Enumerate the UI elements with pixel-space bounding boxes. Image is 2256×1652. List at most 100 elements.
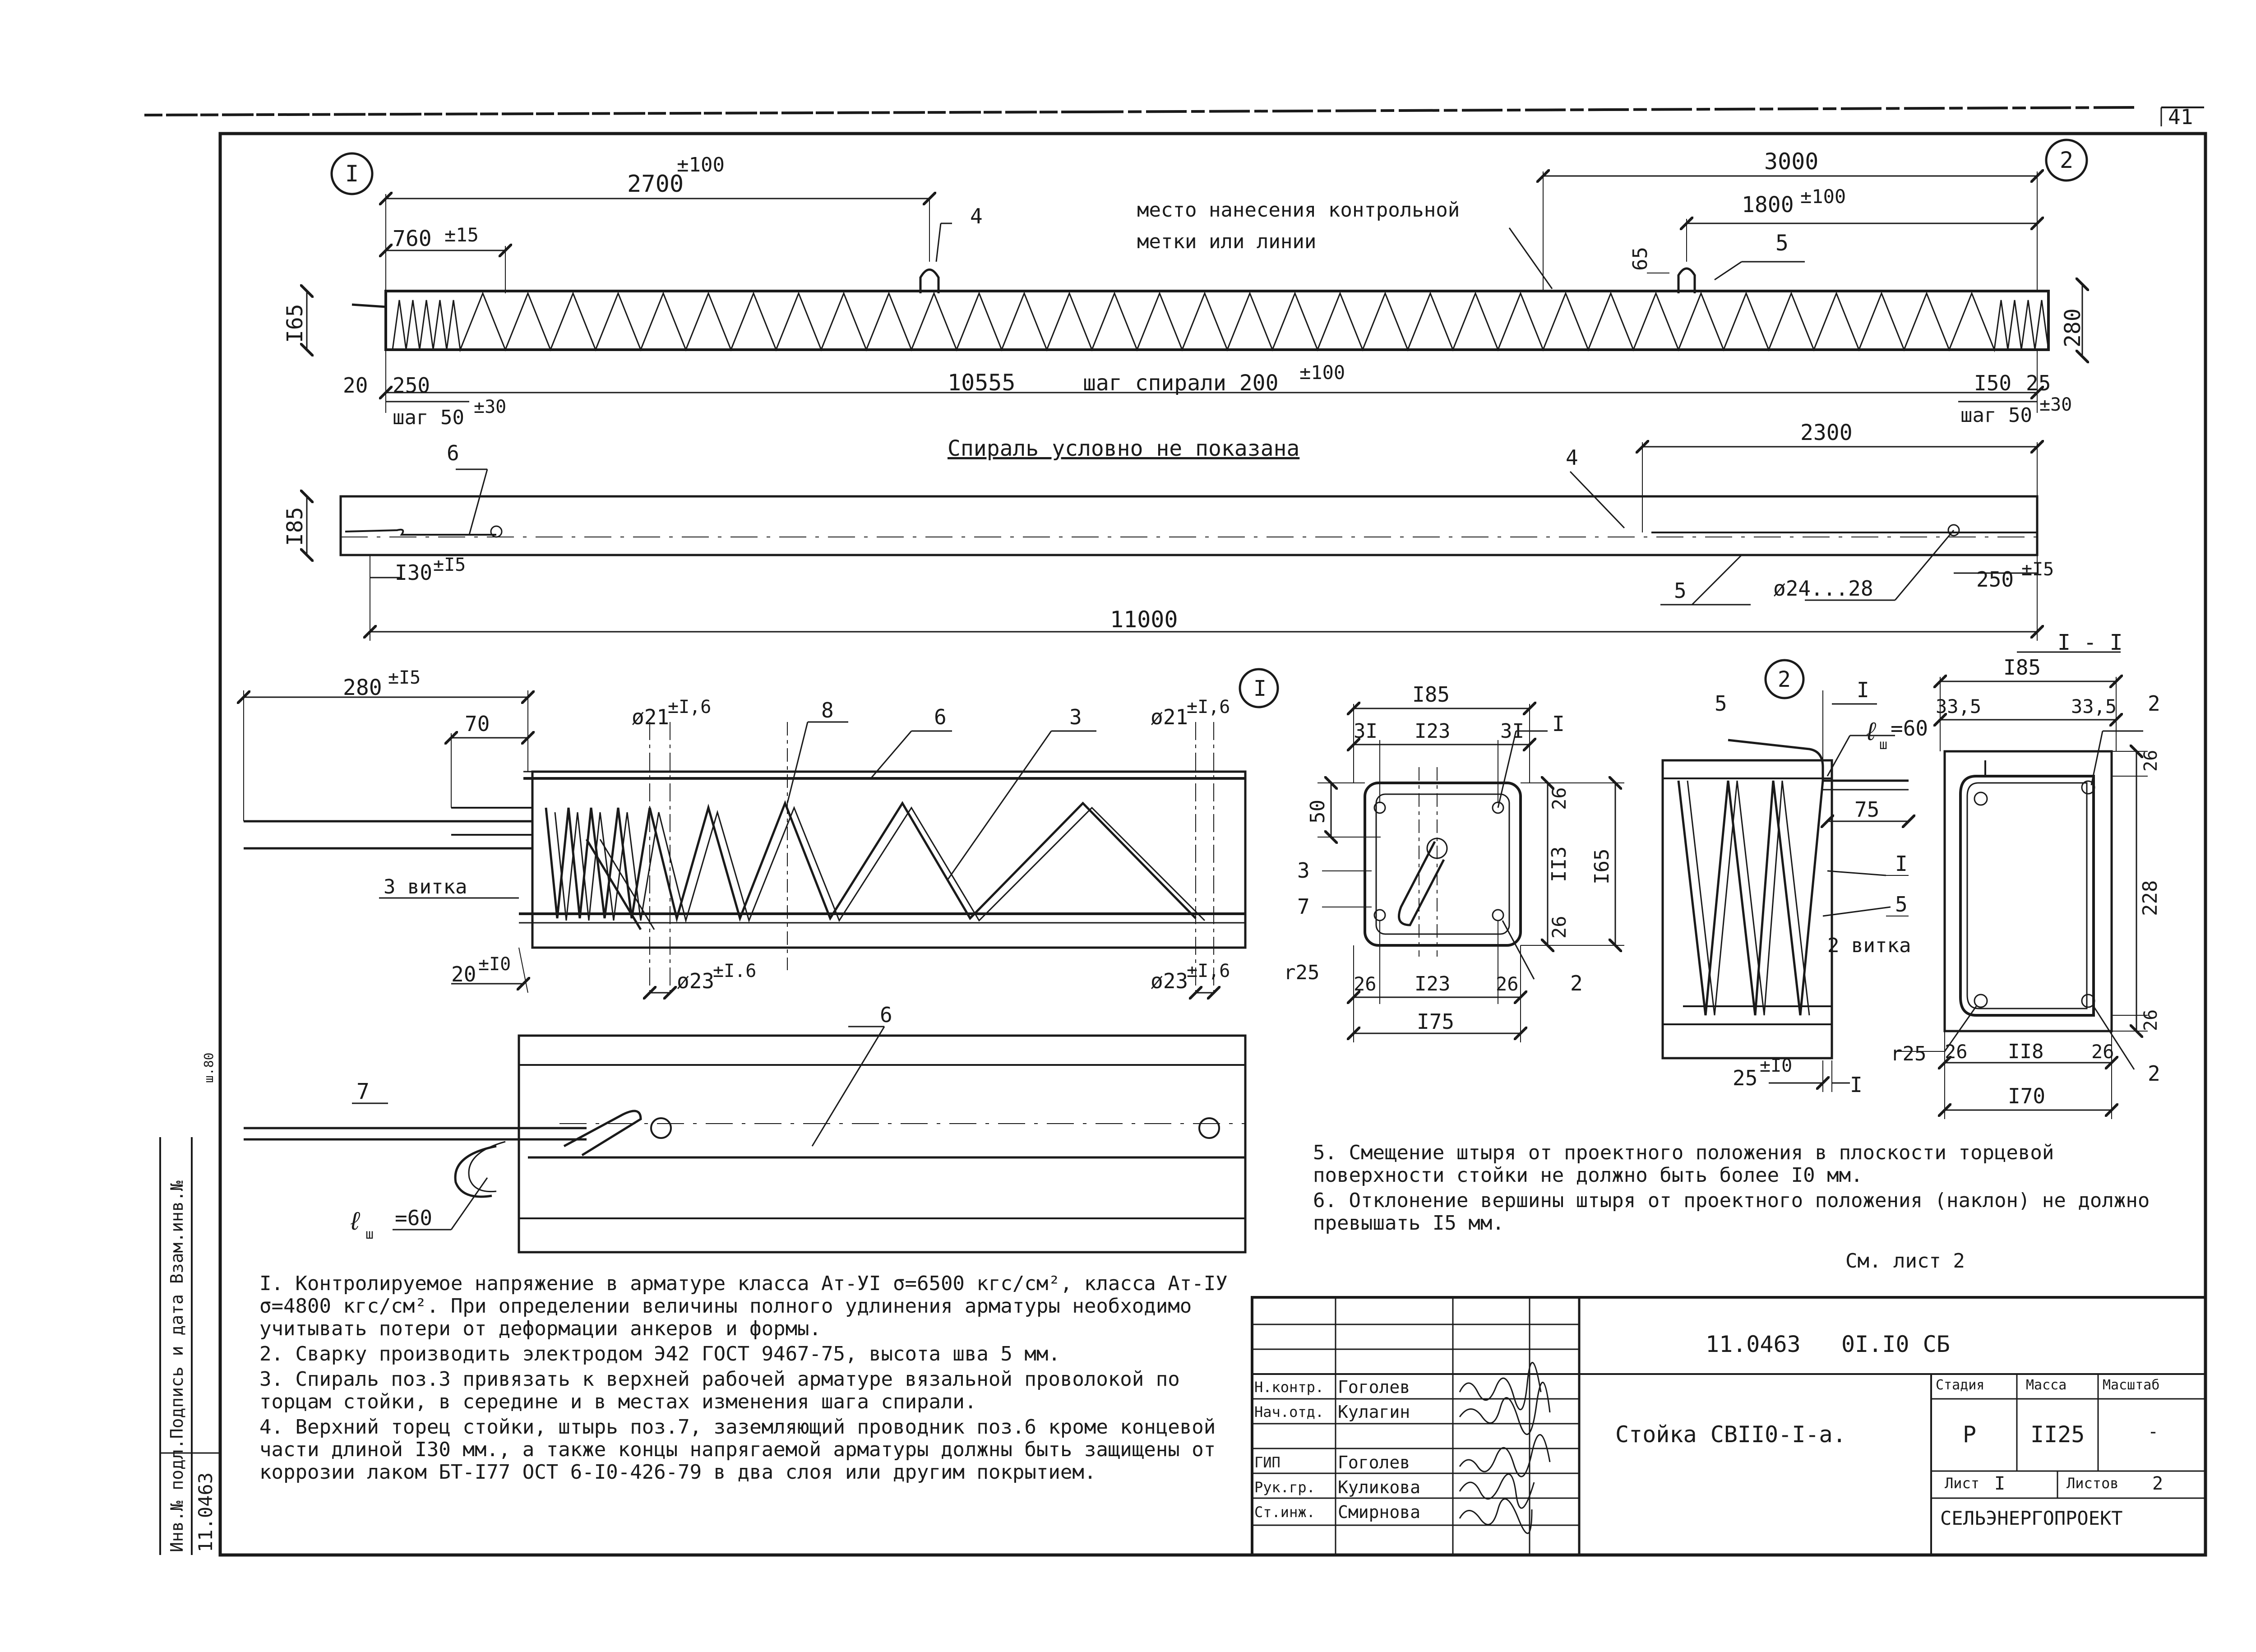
sa-label-3: 3 (1297, 858, 1310, 883)
sb-label-2a: 2 (2148, 691, 2160, 716)
d1-len: ℓ (347, 1207, 363, 1236)
sa-label-1: I (1552, 712, 1565, 736)
sa-dim-26b: 26 (1548, 916, 1570, 939)
archive-label: Инв.№ подл.Подпись и дата Взам.инв.№ (167, 1180, 187, 1552)
detail-1-view (244, 668, 1279, 993)
col-mass: Масса (2026, 1377, 2067, 1393)
sb-dim-118: II8 (2008, 1040, 2043, 1063)
note-6: 6. Отклонение вершины штыря от проектног… (1313, 1189, 2150, 1235)
d1-label-8: 8 (821, 698, 834, 722)
archive-doc-code: 11.0463 (194, 1472, 217, 1552)
d1-label-3: 3 (1069, 705, 1082, 729)
sb-dim-33a: 33,5 (1936, 695, 1981, 717)
callout-section-1: I (345, 161, 359, 187)
d1-d23-left: ø23 (677, 969, 714, 993)
dim-1800: 1800 (1742, 192, 1794, 217)
d1-label-7: 7 (356, 1079, 370, 1104)
sa-dim-26d: 26 (1496, 973, 1519, 995)
d1-dim-70: 70 (465, 712, 490, 736)
sb-dim-26b: 26 (2140, 1009, 2161, 1031)
dim-20: 20 (343, 373, 368, 398)
role-6: Ст.инж. (1254, 1504, 1315, 1521)
elevation-view (307, 139, 2087, 413)
d2-label-1: I (1895, 851, 1908, 876)
elev-label-4: 4 (970, 204, 983, 228)
dim-2700: 2700 (627, 171, 684, 198)
plan-label-4: 4 (1566, 445, 1578, 470)
tol-step: ±100 (1299, 361, 1345, 384)
name-6: Смирнова (1338, 1502, 1421, 1522)
col-scale: Масштаб (2103, 1377, 2160, 1393)
sa-dim-26c: 26 (1354, 973, 1377, 995)
role-2: Нач.отд. (1254, 1403, 1324, 1421)
doc-number: 11.0463 0I.I0 СБ (1706, 1331, 1950, 1357)
sb-dim-26c: 26 (1945, 1041, 1968, 1063)
plan-dim-250: 250 (1976, 567, 2014, 592)
step-50-left: шаг 50 (393, 406, 464, 429)
archive-strip (159, 1137, 221, 1555)
d2-label-5b: 5 (1895, 892, 1908, 916)
sa-label-2: 2 (1570, 971, 1583, 995)
notes-left: I. Контролируемое напряжение в арматуре … (259, 1273, 1243, 1486)
sa-dim-31a: 3I (1354, 720, 1378, 743)
sb-dim-33b: 33,5 (2071, 695, 2117, 717)
tol-760: ±15 (444, 224, 479, 246)
mark-note-1: место нанесения контрольной (1137, 199, 1460, 222)
callout-detail-1: I (1253, 676, 1267, 701)
d1-tol-d21-right: ±I,6 (1187, 697, 1230, 717)
d2-turns-2: 2 витка (1827, 934, 1911, 957)
d1-tol-20: ±I0 (478, 954, 511, 975)
archive-date: ш.80 (201, 1053, 216, 1083)
role-4: ГИП (1254, 1454, 1281, 1471)
dim-130: I30 (395, 560, 432, 585)
d1-tol-280: ±I5 (388, 667, 421, 688)
d2-len: ℓ (1863, 717, 1879, 746)
d1-d21-right: ø21 (1151, 705, 1188, 729)
sb-r25: r25 (1891, 1042, 1926, 1065)
drawing-title: Стойка СВII0-I-а. (1615, 1421, 1846, 1448)
section-b (1895, 677, 2148, 1119)
dim-165: I65 (282, 304, 308, 343)
dim-65: 65 (1629, 247, 1652, 271)
d1-len-val: =60 (395, 1206, 432, 1230)
dim-2300: 2300 (1800, 420, 1853, 445)
organization: СЕЛЬЭНЕРГОПРОЕКТ (1940, 1507, 2123, 1529)
tol-50-right: ±30 (2039, 394, 2072, 415)
d2-cut-i-b: I (1850, 1073, 1863, 1097)
sa-label-7: 7 (1297, 894, 1310, 919)
tol-1800: ±100 (1800, 185, 1846, 208)
d2-label-5: 5 (1715, 691, 1727, 716)
step-50-right: шаг 50 (1960, 404, 2032, 427)
dim-11000: 11000 (1110, 606, 1178, 633)
name-1: Гоголев (1338, 1377, 1410, 1397)
note-5: 5. Смещение штыря от проектного положени… (1313, 1141, 2054, 1187)
sheets-label: Листов (2066, 1475, 2119, 1492)
d2-len-sub: ш (1879, 737, 1887, 753)
role-1: Н.контр. (1254, 1379, 1324, 1396)
plan-tol-250: ±I5 (2021, 559, 2054, 580)
dim-10555: 10555 (948, 370, 1016, 396)
sa-dim-123a: I23 (1415, 720, 1450, 743)
d1-d23-right: ø23 (1151, 969, 1188, 993)
mark-note-2: метки или линии (1137, 230, 1316, 253)
d1-dim-280: 280 (343, 675, 382, 700)
sb-dim-170: I70 (2008, 1084, 2045, 1108)
sa-dim-175: I75 (1417, 1009, 1454, 1034)
callout-detail-2: 2 (1778, 667, 1791, 692)
tol-50-left: ±30 (474, 397, 506, 417)
section-a (1318, 704, 1624, 1042)
dim-760: 760 (393, 226, 432, 251)
sa-dim-165: I65 (1590, 849, 1613, 884)
d1-label-6b: 6 (880, 1003, 892, 1027)
tol-130: ±I5 (433, 555, 466, 575)
holes-dia: ø24...28 (1773, 576, 1873, 601)
see-sheet: См. лист 2 (1845, 1249, 1965, 1273)
dim-150: I50 (1974, 371, 2011, 395)
scale-value: - (2148, 1421, 2159, 1442)
sa-dim-185: I85 (1412, 682, 1450, 707)
d2-tol-25: ±I0 (1760, 1055, 1792, 1076)
sheet-label: Лист (1945, 1475, 1980, 1492)
plan-label-5: 5 (1674, 578, 1687, 603)
step-spiral: шаг спирали 200 (1083, 370, 1278, 396)
